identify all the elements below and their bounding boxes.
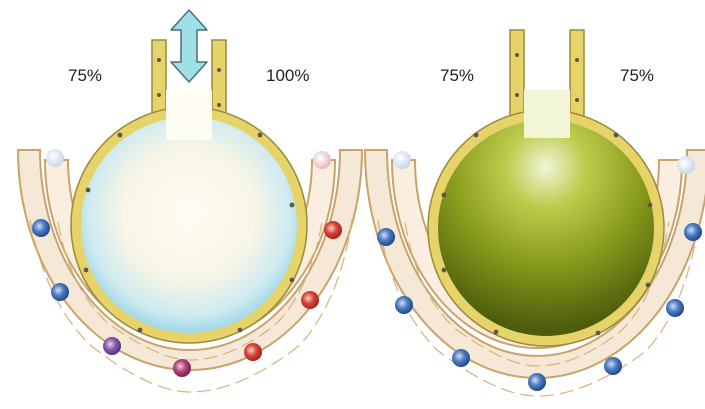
rbc [452, 349, 470, 367]
rbc [393, 151, 411, 169]
rbc [684, 223, 702, 241]
rbc [301, 291, 319, 309]
rbc [32, 219, 50, 237]
rbc [528, 373, 546, 391]
rbc [395, 296, 413, 314]
rbc [324, 221, 342, 239]
right-alveolus-lumen [438, 120, 654, 336]
left-diagram-label-left: 75% [68, 66, 102, 86]
ventilation-arrow [171, 10, 207, 82]
right-diagram-label-left: 75% [440, 66, 474, 86]
rbc [666, 299, 684, 317]
rbc [244, 343, 262, 361]
right-diagram-label-right: 75% [620, 66, 654, 86]
rbc [46, 149, 64, 167]
rbc [604, 357, 622, 375]
rbc [313, 151, 331, 169]
rbc [677, 156, 695, 174]
left-alveolus-lumen [81, 117, 297, 333]
rbc [51, 283, 69, 301]
rbc [103, 337, 121, 355]
left-diagram-label-right: 100% [266, 66, 309, 86]
rbc [377, 228, 395, 246]
rbc [173, 359, 191, 377]
